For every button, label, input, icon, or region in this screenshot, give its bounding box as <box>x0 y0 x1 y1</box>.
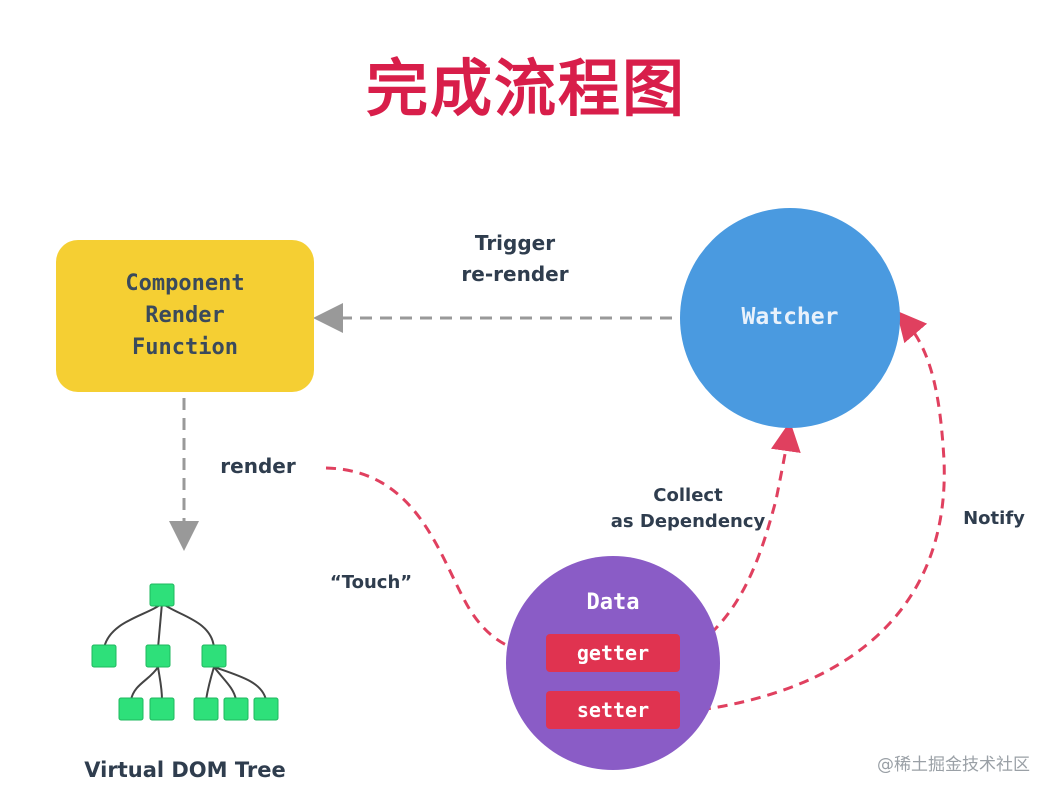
component-render-function-label: Component Render Function <box>125 271 245 360</box>
component-render-function-node: Component Render Function <box>56 240 314 392</box>
watermark: @稀土掘金技术社区 <box>877 755 1030 775</box>
data-label: Data <box>586 590 640 615</box>
page-title: 完成流程图 <box>365 52 686 125</box>
data-node: Data getter setter <box>506 556 720 770</box>
getter-pill: getter <box>546 634 680 672</box>
virtual-dom-tree-label: Virtual DOM Tree <box>84 758 286 782</box>
touch-arrow <box>325 466 553 668</box>
notify-label: Notify <box>963 508 1025 529</box>
setter-pill: setter <box>546 691 680 729</box>
render-label: render <box>220 454 296 478</box>
touch-label: “Touch” <box>329 572 413 593</box>
collect-dependency-label: Collect as Dependency <box>610 485 766 532</box>
watcher-label: Watcher <box>741 304 839 330</box>
virtual-dom-tree-icon <box>91 583 279 721</box>
trigger-rerender-label: Trigger re-render <box>461 231 569 286</box>
notify-arrow <box>683 310 946 714</box>
collect-dependency-arrow <box>683 421 801 656</box>
watcher-node: Watcher <box>680 208 900 428</box>
